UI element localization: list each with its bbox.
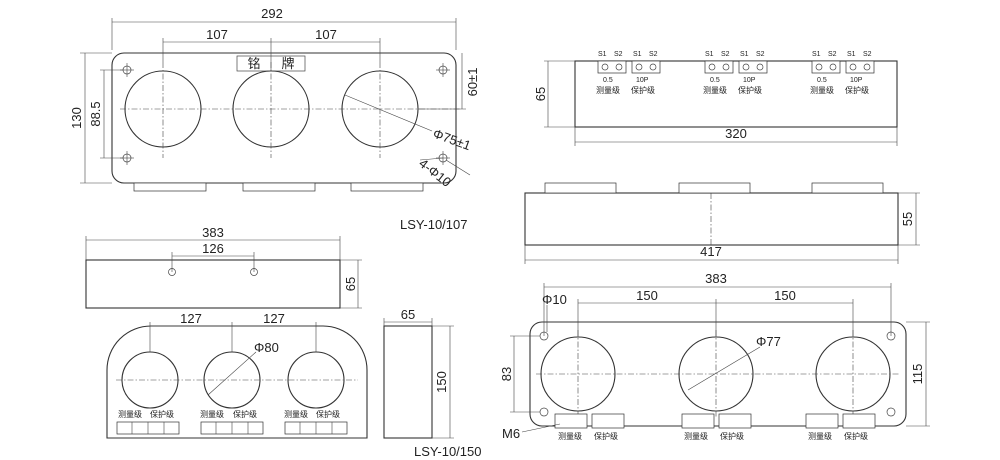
dim-low-right-height: 115	[910, 364, 925, 385]
low-front-terminals: 测量级 保护级 测量级 保护级 测量级 保护级	[116, 409, 348, 435]
top-bottom-terminals	[544, 182, 884, 194]
svg-text:测量级: 测量级	[810, 85, 834, 95]
dim-low-side-height: 150	[434, 371, 449, 393]
svg-text:S2: S2	[863, 51, 872, 58]
svg-text:S1: S1	[847, 51, 856, 58]
dim-top-overall: 292	[261, 6, 283, 21]
nameplate-char-2: 牌	[281, 56, 294, 71]
svg-text:10P: 10P	[743, 77, 756, 84]
dim-low-top-height: 65	[343, 277, 358, 291]
svg-text:测量级: 测量级	[118, 409, 142, 419]
m6-label: M6	[502, 426, 520, 441]
dim-low-front-pitch-left: 127	[180, 311, 202, 326]
low-side-body	[383, 325, 433, 439]
dim-low-top-length: 383	[202, 225, 224, 240]
svg-text:0.5: 0.5	[603, 77, 613, 84]
low-top-body	[85, 259, 341, 309]
low-front-body	[106, 325, 368, 439]
svg-text:0.5: 0.5	[817, 77, 827, 84]
view-low-top: 383 126 65	[85, 225, 362, 309]
svg-text:保护级: 保护级	[738, 85, 762, 95]
dim-top-hole-height: 88.5	[88, 101, 103, 126]
svg-text:测量级: 测量级	[284, 409, 308, 419]
svg-text:0.5: 0.5	[710, 77, 720, 84]
dim-low-right-hole: Φ10	[542, 292, 567, 307]
dim-top-bottom-length: 417	[700, 244, 722, 259]
dim-top-side-height: 65	[533, 87, 548, 101]
dim-low-right-bore: Φ77	[756, 334, 781, 349]
top-side-terminal-group: S1 S2 S1 S2 0.5 10P 测量级 保护级 S1 S2 S1 S2 …	[596, 51, 875, 95]
top-front-terminals	[133, 182, 424, 192]
svg-text:测量级: 测量级	[684, 431, 708, 441]
dim-top-center-height: 60±1	[465, 68, 480, 97]
svg-text:保护级: 保护级	[845, 85, 869, 95]
nameplate-char-1: 铭	[247, 56, 260, 71]
top-bottom-body	[524, 192, 899, 246]
dim-top-pitch-right: 107	[315, 27, 337, 42]
view-top-front: 铭 牌 292 107 107 130 88.5 60±1	[69, 6, 480, 232]
dim-low-right-pitch-right: 150	[774, 288, 796, 303]
svg-text:保护级: 保护级	[316, 409, 340, 419]
svg-text:10P: 10P	[850, 77, 863, 84]
dim-low-right-overall: 383	[705, 271, 727, 286]
svg-text:S1: S1	[705, 51, 714, 58]
dim-low-side-width: 65	[401, 307, 415, 322]
svg-text:10P: 10P	[636, 77, 649, 84]
svg-text:S2: S2	[828, 51, 837, 58]
dim-top-pitch-left: 107	[206, 27, 228, 42]
view-low-front: 测量级 保护级 测量级 保护级 测量级 保护级 127 127 Φ80	[106, 311, 368, 439]
dim-low-right-hole-height: 83	[499, 367, 514, 381]
svg-text:保护级: 保护级	[150, 409, 174, 419]
svg-text:保护级: 保护级	[844, 431, 868, 441]
dim-top-height: 130	[69, 107, 84, 129]
model-label-bottom: LSY-10/150	[414, 444, 481, 459]
dim-top-bore: Φ75±1	[431, 126, 473, 154]
svg-text:S1: S1	[740, 51, 749, 58]
svg-text:S2: S2	[721, 51, 730, 58]
view-low-side: 65 150 LSY-10/150	[383, 307, 481, 459]
low-right-terminals: 测量级 保护级 测量级 保护级 测量级 保护级	[554, 413, 876, 441]
dim-low-front-pitch-right: 127	[263, 311, 285, 326]
svg-text:S1: S1	[812, 51, 821, 58]
top-front-body	[111, 52, 457, 184]
svg-text:保护级: 保护级	[720, 431, 744, 441]
svg-text:保护级: 保护级	[594, 431, 618, 441]
svg-text:测量级: 测量级	[558, 431, 582, 441]
svg-text:保护级: 保护级	[233, 409, 257, 419]
svg-text:S1: S1	[633, 51, 642, 58]
dim-low-top-pitch: 126	[202, 241, 224, 256]
svg-text:测量级: 测量级	[703, 85, 727, 95]
model-label-top: LSY-10/107	[400, 217, 467, 232]
top-side-body	[574, 60, 898, 128]
svg-text:S2: S2	[614, 51, 623, 58]
svg-text:S2: S2	[649, 51, 658, 58]
view-low-right: 测量级 保护级 测量级 保护级 测量级 保护级 383 150 150 Φ10 …	[499, 271, 930, 441]
svg-text:测量级: 测量级	[596, 85, 620, 95]
svg-text:测量级: 测量级	[200, 409, 224, 419]
svg-text:保护级: 保护级	[631, 85, 655, 95]
dim-low-front-bore: Φ80	[254, 340, 279, 355]
dim-low-right-pitch-left: 150	[636, 288, 658, 303]
svg-text:S1: S1	[598, 51, 607, 58]
dim-top-bottom-height: 55	[900, 212, 915, 226]
dim-top-side-length: 320	[725, 126, 747, 141]
view-top-side: S1 S2 S1 S2 0.5 10P 测量级 保护级 S1 S2 S1 S2 …	[533, 51, 898, 146]
low-right-body	[529, 321, 907, 427]
svg-text:S2: S2	[756, 51, 765, 58]
svg-text:测量级: 测量级	[808, 431, 832, 441]
view-top-bottom: 417 55	[524, 182, 920, 264]
